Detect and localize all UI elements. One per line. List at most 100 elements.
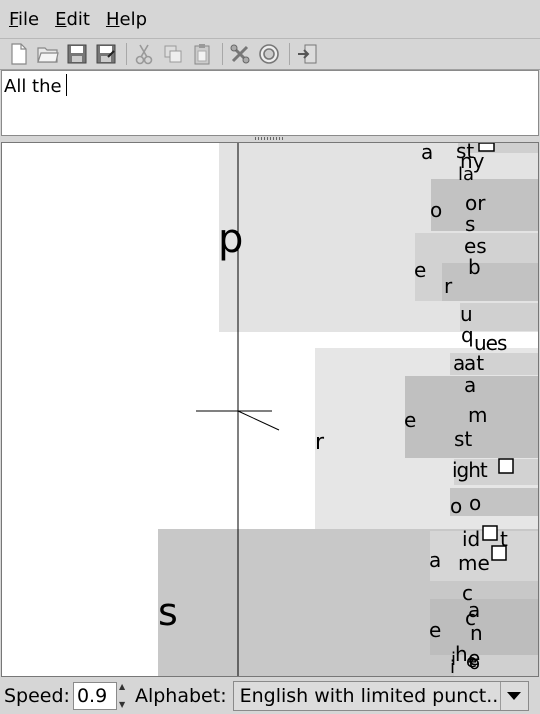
letter-t: t (500, 527, 508, 551)
new-button[interactable] (6, 41, 32, 67)
letter-la: la (458, 164, 474, 185)
letter-st2: st (454, 427, 472, 451)
save-icon (67, 44, 87, 64)
letter-pro: r (444, 274, 453, 298)
unknown-glyph-box (498, 458, 514, 474)
letter-o2: o (469, 653, 480, 674)
alphabet-selected-value: English with limited punct... (239, 685, 500, 707)
menu-file[interactable]: File (9, 8, 40, 30)
letter-po: o (430, 198, 442, 222)
save-as-button[interactable] (93, 41, 119, 67)
target-icon (259, 44, 279, 64)
preferences-button[interactable] (227, 41, 253, 67)
paste-icon (194, 44, 210, 65)
letter-si: i (450, 657, 455, 677)
toolbar-separator (289, 43, 290, 65)
letter-or: or (465, 191, 486, 215)
menu-edit[interactable]: Edit (55, 8, 90, 30)
letter-re: e (404, 408, 416, 432)
letter-ca: a (468, 598, 480, 622)
text-editor[interactable]: All the (1, 70, 539, 136)
letter-c: c (462, 581, 473, 605)
letter-se: e (429, 618, 441, 642)
letter-me: me (458, 551, 490, 575)
letter-os: s (465, 212, 475, 236)
copy-icon (164, 45, 182, 63)
letter-a: a (464, 373, 476, 397)
speed-spinner[interactable]: ▲ ▼ (119, 682, 129, 710)
letter-es: es (464, 234, 487, 258)
unknown-glyph-box (491, 545, 507, 561)
copy-button[interactable] (160, 41, 186, 67)
box-se (430, 599, 538, 655)
cut-button[interactable] (131, 41, 157, 67)
spin-up-icon[interactable]: ▲ (118, 682, 126, 691)
toolbar-separator (126, 43, 127, 65)
save-as-icon (96, 44, 116, 64)
letter-b: b (468, 255, 481, 279)
toolbar-separator (222, 43, 223, 65)
speed-label: Speed: (4, 685, 70, 707)
new-file-icon (11, 43, 27, 65)
letter-pr: e (414, 258, 426, 282)
pointer-line (237, 410, 280, 431)
letter-ny: ny (460, 149, 485, 173)
alphabet-label: Alphabet: (134, 685, 227, 707)
letter-ra: a (453, 351, 465, 375)
letter-st: st (456, 143, 474, 163)
quit-button[interactable] (294, 41, 320, 67)
letter-i2: i (451, 649, 456, 670)
letter-e2: e (468, 646, 480, 670)
exit-icon (298, 44, 317, 64)
box-ra (450, 353, 538, 375)
box-ro (450, 488, 538, 516)
letter-she: e (466, 651, 477, 672)
letter-pa: a (421, 143, 433, 164)
box-pa (458, 143, 538, 153)
box-pu (460, 303, 538, 331)
box-re (405, 376, 538, 458)
letter-s: s (158, 590, 178, 634)
target-button[interactable] (256, 41, 282, 67)
text-caret (65, 74, 67, 96)
grip-dots (255, 137, 285, 140)
spin-down-icon[interactable]: ▼ (118, 700, 126, 709)
letter-p: p (218, 216, 243, 262)
dropdown-arrow-icon[interactable] (499, 682, 528, 710)
dasher-canvas-svg: p r s a o e r o e e a e i a st ny la or … (158, 143, 538, 677)
letter-ight: ight (452, 458, 488, 482)
letter-cc: c (465, 606, 476, 630)
toolbar (0, 38, 540, 70)
box-ri (454, 459, 538, 485)
menu-help[interactable]: Help (105, 8, 148, 30)
box-si (454, 655, 538, 676)
box-pro (442, 263, 538, 301)
letter-id: id (462, 527, 480, 551)
box-po (431, 179, 538, 231)
open-button[interactable] (35, 41, 61, 67)
cut-icon (135, 44, 153, 65)
unknown-glyph-box (482, 525, 498, 541)
save-button[interactable] (64, 41, 90, 67)
preferences-icon (230, 44, 250, 64)
open-folder-icon (37, 47, 59, 63)
letter-sa: a (429, 548, 441, 572)
letter-m: m (468, 403, 487, 427)
letter-oo: o (469, 491, 481, 515)
unknown-glyph-box (478, 143, 495, 152)
alphabet-select[interactable]: English with limited punct... (232, 681, 529, 711)
letter-n: n (470, 621, 483, 645)
letter-u: u (460, 302, 473, 326)
dasher-canvas[interactable]: p r s a o e r o e e a e i a st ny la or … (1, 142, 539, 677)
letter-ues: ues (474, 331, 507, 355)
letter-h: h (455, 642, 468, 666)
letter-r: r (315, 430, 325, 455)
pane-resize-handle[interactable] (0, 136, 540, 142)
letter-at: at (464, 351, 484, 375)
paste-button[interactable] (189, 41, 215, 67)
status-bar: Speed: 0.9 ▲ ▼ Alphabet: English with li… (0, 678, 540, 714)
letter-re-o: o (450, 494, 462, 518)
speed-input[interactable]: 0.9 (72, 682, 117, 710)
editor-text: All the (4, 76, 62, 97)
